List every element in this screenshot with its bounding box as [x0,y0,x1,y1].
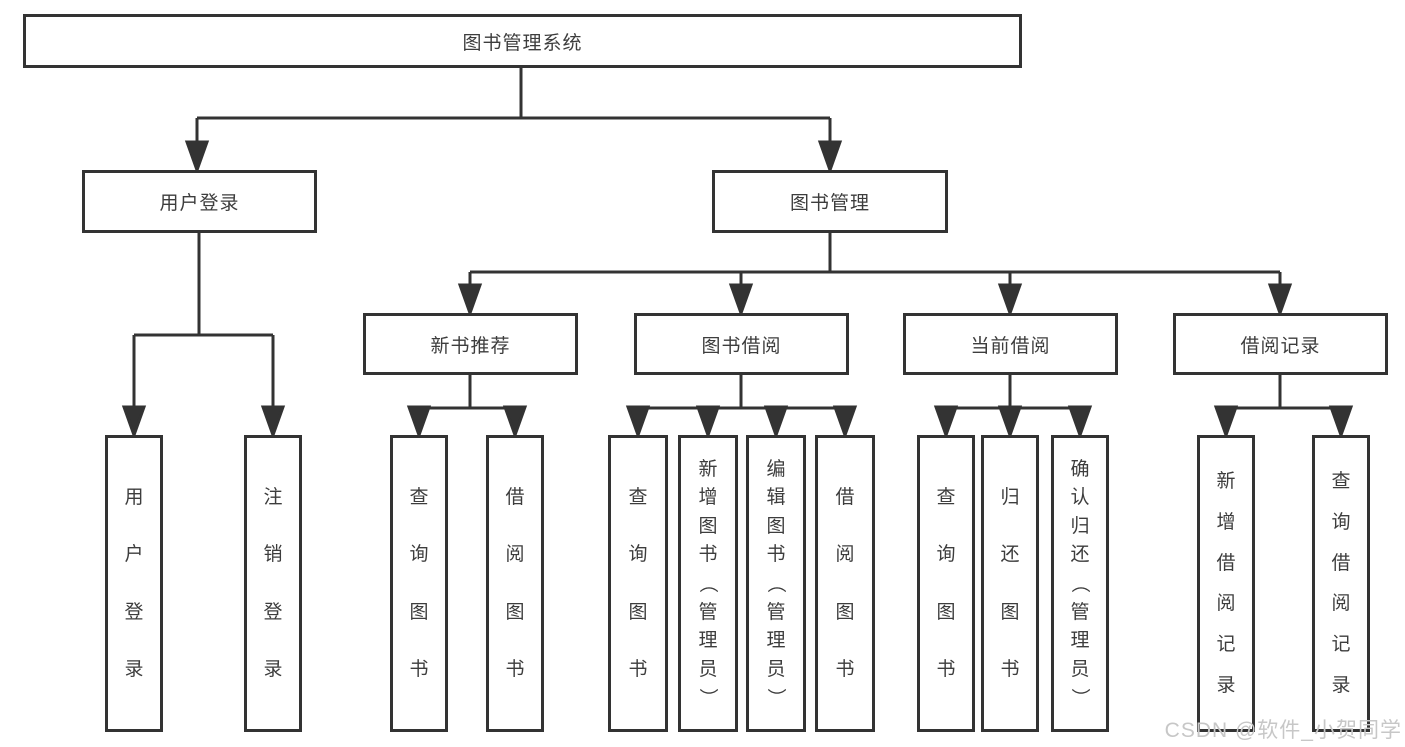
connector-book-borrow-group [625,375,858,440]
node-book-borrow: 图书借阅 [634,313,849,375]
node-system-root: 图书管理系统 [23,14,1022,68]
leaf-borrow-books-recommend: 借阅图书 [486,435,544,732]
leaf-confirm-return-admin: 确认归还（管理员） [1051,435,1109,732]
leaf-query-borrow-record: 查询借阅记录 [1312,435,1370,732]
leaf-query-books-current: 查询图书 [917,435,975,732]
node-borrow-records: 借阅记录 [1173,313,1388,375]
csdn-watermark: CSDN @软件_小贺同学 [1164,719,1402,742]
node-new-book-recommend: 新书推荐 [363,313,578,375]
connector-new-book-group [406,375,528,440]
leaf-query-books-recommend: 查询图书 [390,435,448,732]
leaf-query-books-borrow: 查询图书 [608,435,668,732]
leaf-logout: 注销登录 [244,435,302,732]
connector-book-management-branch [457,233,1293,318]
connector-borrow-records-group [1213,375,1354,440]
leaf-return-book: 归还图书 [981,435,1039,732]
leaf-add-book-admin: 新增图书（管理员） [678,435,738,732]
connector-current-borrow-group [933,375,1093,440]
leaf-borrow-books: 借阅图书 [815,435,875,732]
leaf-add-borrow-record: 新增借阅记录 [1197,435,1255,732]
node-user-login: 用户登录 [82,170,317,233]
leaf-edit-book-admin: 编辑图书（管理员） [746,435,806,732]
connector-root-to-level2 [184,68,843,175]
node-current-borrow: 当前借阅 [903,313,1118,375]
node-book-management: 图书管理 [712,170,948,233]
leaf-user-login: 用户登录 [105,435,163,732]
connector-user-login-branch [121,233,286,440]
